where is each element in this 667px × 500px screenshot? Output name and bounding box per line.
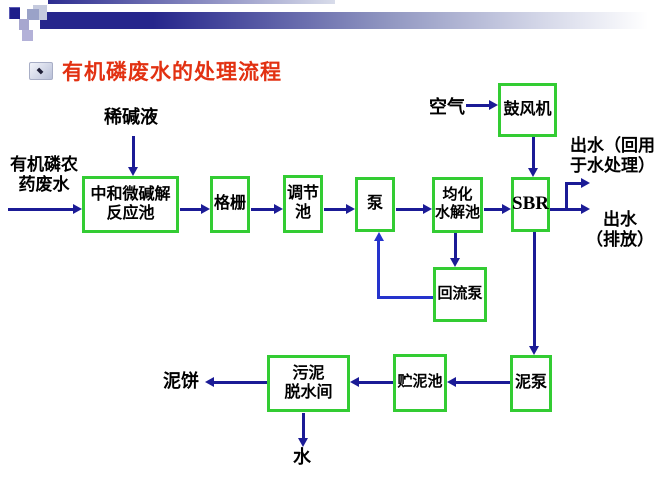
title-bullet-icon: [29, 62, 53, 80]
arrowhead-down-icon: [298, 438, 308, 447]
flow-line-reflux: [377, 241, 380, 299]
arrowhead-left-icon: [350, 377, 359, 387]
flow-line: [324, 208, 346, 211]
header-square: [19, 19, 29, 30]
label-influent: 有机磷农 药废水: [10, 155, 78, 195]
page-title: 有机磷废水的处理流程: [62, 60, 282, 84]
flow-line: [568, 182, 581, 185]
flow-line: [359, 381, 393, 384]
arrowhead-right-icon: [581, 178, 590, 188]
header-square: [9, 7, 20, 19]
flow-box-pump: 泵: [355, 177, 395, 232]
arrowhead-right-icon: [73, 204, 82, 214]
flow-line: [8, 208, 73, 211]
label-effluent-reuse: 出水（回用 于水处理）: [570, 136, 655, 176]
arrowhead-down-icon: [529, 346, 539, 355]
flow-line: [214, 381, 267, 384]
header-square: [27, 9, 39, 20]
arrowhead-right-icon: [489, 100, 498, 110]
flow-line: [532, 137, 535, 168]
flow-line: [568, 208, 581, 211]
header-square: [22, 30, 33, 41]
arrowhead-up-icon: [374, 232, 384, 241]
flow-box-reflux-pump: 回流泵: [433, 267, 487, 322]
flow-line: [533, 232, 536, 347]
flow-line: [454, 233, 457, 258]
flow-box-screen: 格栅: [210, 176, 250, 233]
flow-box-blower: 鼓风机: [498, 83, 557, 137]
label-water: 水: [293, 447, 311, 467]
arrowhead-down-icon: [528, 168, 538, 177]
label-alkali: 稀碱液: [104, 107, 158, 127]
flow-line: [302, 413, 305, 439]
header-top-line: [48, 0, 335, 4]
flow-line: [396, 208, 423, 211]
flow-box-sbr: SBR: [511, 177, 550, 232]
flow-box-dewatering: 污泥 脱水间: [267, 355, 350, 412]
label-air: 空气: [429, 97, 465, 117]
flow-box-sludge-storage: 贮泥池: [393, 354, 447, 412]
arrowhead-right-icon: [581, 204, 590, 214]
flow-box-regulating: 调节 池: [283, 175, 323, 233]
flow-line: [132, 136, 135, 167]
arrowhead-right-icon: [502, 204, 511, 214]
label-mud-cake: 泥饼: [163, 371, 199, 391]
flow-line: [550, 208, 568, 211]
flow-line: [484, 208, 502, 211]
flow-line: [466, 104, 489, 107]
flow-line: [251, 208, 274, 211]
arrowhead-left-icon: [205, 377, 214, 387]
arrowhead-left-icon: [447, 377, 456, 387]
flow-box-equalization: 均化 水解池: [432, 177, 483, 233]
label-effluent-discharge: 出水 （排放）: [586, 210, 654, 250]
flow-box-mud-pump: 泥泵: [510, 355, 552, 412]
arrowhead-right-icon: [346, 204, 355, 214]
arrowhead-down-icon: [128, 167, 138, 176]
flow-line: [456, 381, 510, 384]
arrowhead-right-icon: [201, 204, 210, 214]
flow-line-reflux: [379, 296, 433, 299]
header-gradient-bar: [40, 12, 667, 29]
flow-line: [565, 182, 568, 211]
arrowhead-right-icon: [423, 204, 432, 214]
arrowhead-down-icon: [450, 258, 460, 267]
arrowhead-right-icon: [274, 204, 283, 214]
flow-line: [180, 208, 201, 211]
flow-box-neutralization: 中和微碱解 反应池: [82, 176, 179, 233]
